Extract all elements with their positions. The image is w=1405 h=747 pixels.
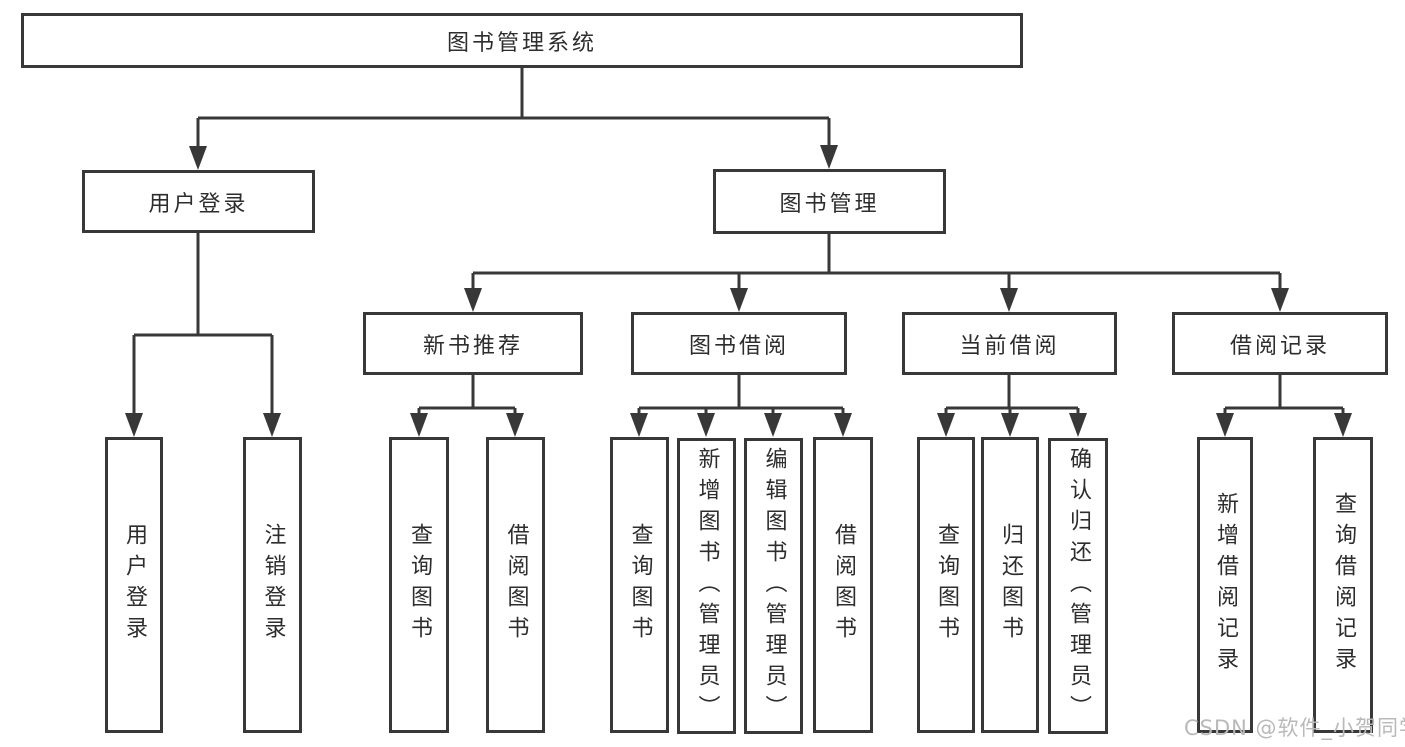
node-book-borrow: 图书借阅 <box>631 312 847 375</box>
arrow-icon <box>410 413 428 437</box>
node-new-book-rec: 新书推荐 <box>363 312 583 375</box>
leaf-logout: 注销登录 <box>243 437 302 733</box>
arrow-icon <box>820 145 838 169</box>
arrow-icon <box>189 146 207 170</box>
arrow-icon <box>506 413 524 437</box>
leaf-rec-query-books: 查询图书 <box>389 437 449 733</box>
arrow-icon <box>697 413 715 437</box>
leaf-cb-return-books: 归还图书 <box>981 437 1039 733</box>
leaf-rec-borrow-books: 借阅图书 <box>486 437 545 733</box>
arrow-icon <box>263 413 281 437</box>
leaf-cb-query-books: 查询图书 <box>917 437 975 733</box>
arrow-icon <box>764 413 782 437</box>
arrow-icon <box>834 413 852 437</box>
leaf-bb-add-books: 新增图书（管理员） <box>677 438 736 734</box>
arrowhead-icons <box>125 145 1352 437</box>
node-user-login-branch: 用户登录 <box>82 170 315 233</box>
arrow-icon <box>464 288 482 312</box>
arrow-icon <box>730 288 748 312</box>
leaf-user-login: 用户登录 <box>105 437 163 733</box>
arrow-icon <box>937 413 955 437</box>
arrow-icon <box>1334 413 1352 437</box>
arrow-icon <box>125 413 143 437</box>
leaf-br-query-record: 查询借阅记录 <box>1313 437 1373 733</box>
arrow-icon <box>630 413 648 437</box>
arrow-icon <box>1271 288 1289 312</box>
node-book-mgmt-branch: 图书管理 <box>713 169 946 234</box>
arrow-icon <box>1216 413 1234 437</box>
connector-path <box>132 68 1345 413</box>
leaf-bb-edit-books: 编辑图书（管理员） <box>744 438 803 734</box>
leaf-cb-confirm-return: 确认归还（管理员） <box>1048 438 1108 734</box>
arrow-icon <box>1000 288 1018 312</box>
node-root: 图书管理系统 <box>21 13 1023 68</box>
node-current-borrow: 当前借阅 <box>902 312 1117 375</box>
leaf-br-add-record: 新增借阅记录 <box>1197 437 1253 733</box>
arrow-icon <box>1001 413 1019 437</box>
csdn-watermark: CSDN @软件_小贺同学 <box>1184 716 1405 740</box>
leaf-bb-query-books: 查询图书 <box>610 437 669 733</box>
leaf-bb-borrow-books: 借阅图书 <box>813 437 873 733</box>
arrow-icon <box>1069 413 1087 437</box>
node-borrow-records: 借阅记录 <box>1172 312 1388 375</box>
